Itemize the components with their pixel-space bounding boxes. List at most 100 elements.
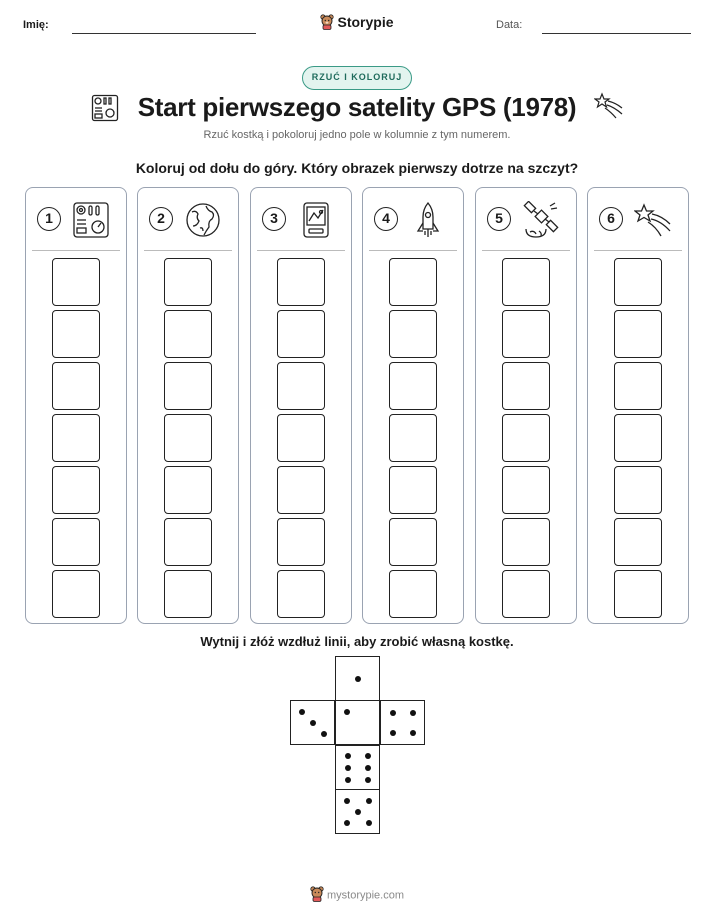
color-cell[interactable] bbox=[614, 362, 662, 410]
name-line[interactable] bbox=[72, 33, 256, 34]
color-cell[interactable] bbox=[389, 518, 437, 566]
dice-face-1 bbox=[335, 656, 380, 701]
column-number: 1 bbox=[37, 207, 61, 231]
color-cell[interactable] bbox=[52, 310, 100, 358]
column-divider bbox=[594, 250, 682, 251]
column-divider bbox=[257, 250, 345, 251]
color-cell[interactable] bbox=[389, 310, 437, 358]
column-number: 4 bbox=[374, 207, 398, 231]
gps-device-icon bbox=[297, 201, 335, 239]
color-cell[interactable] bbox=[52, 518, 100, 566]
pip bbox=[345, 753, 351, 759]
name-label: Imię: bbox=[23, 19, 49, 31]
cut-instruction: Wytnij i złóż wzdłuż linii, aby zrobić w… bbox=[200, 634, 514, 649]
color-cell[interactable] bbox=[164, 310, 212, 358]
color-cell[interactable] bbox=[277, 258, 325, 306]
color-cell[interactable] bbox=[389, 570, 437, 618]
column-5: 5 bbox=[475, 187, 577, 624]
pip bbox=[410, 730, 416, 736]
color-cell[interactable] bbox=[52, 414, 100, 462]
color-cell[interactable] bbox=[52, 362, 100, 410]
color-cell[interactable] bbox=[502, 518, 550, 566]
rocket-icon bbox=[409, 201, 447, 239]
page-title: Start pierwszego satelity GPS (1978) bbox=[137, 92, 577, 122]
pip bbox=[344, 798, 350, 804]
shooting-star-icon bbox=[593, 92, 624, 125]
pip bbox=[355, 809, 361, 815]
column-divider bbox=[482, 250, 570, 251]
pip bbox=[299, 709, 305, 715]
footer-url[interactable]: mystorypie.com bbox=[326, 889, 405, 902]
color-cell[interactable] bbox=[502, 414, 550, 462]
color-cell[interactable] bbox=[164, 518, 212, 566]
pip bbox=[410, 710, 416, 716]
pip bbox=[365, 753, 371, 759]
color-cell[interactable] bbox=[614, 310, 662, 358]
control-panel-icon bbox=[91, 94, 119, 127]
column-divider bbox=[32, 250, 120, 251]
dice-face-4 bbox=[380, 700, 425, 745]
column-number: 5 bbox=[487, 207, 511, 231]
column-3: 3 bbox=[250, 187, 352, 624]
brand-logo: Storypie bbox=[0, 14, 714, 33]
color-cell[interactable] bbox=[614, 518, 662, 566]
color-cell[interactable] bbox=[614, 258, 662, 306]
color-cell[interactable] bbox=[502, 258, 550, 306]
color-cell[interactable] bbox=[164, 258, 212, 306]
color-cell[interactable] bbox=[389, 362, 437, 410]
color-cell[interactable] bbox=[502, 466, 550, 514]
color-cell[interactable] bbox=[277, 466, 325, 514]
footer: mystorypie.com bbox=[0, 886, 714, 905]
color-cell[interactable] bbox=[164, 570, 212, 618]
column-6: 6 bbox=[587, 187, 689, 624]
pip bbox=[365, 765, 371, 771]
pip bbox=[344, 709, 350, 715]
column-1: 1 bbox=[25, 187, 127, 624]
color-cell[interactable] bbox=[52, 466, 100, 514]
color-cell[interactable] bbox=[389, 466, 437, 514]
color-cell[interactable] bbox=[52, 258, 100, 306]
bear-icon bbox=[310, 886, 324, 905]
date-label: Data: bbox=[496, 19, 523, 31]
color-cell[interactable] bbox=[277, 570, 325, 618]
color-cell[interactable] bbox=[389, 414, 437, 462]
column-divider bbox=[369, 250, 457, 251]
column-number: 2 bbox=[149, 207, 173, 231]
bear-icon bbox=[320, 14, 335, 33]
pip bbox=[355, 676, 361, 682]
instruction: Koloruj od dołu do góry. Który obrazek p… bbox=[135, 160, 579, 176]
dice-face-5 bbox=[335, 789, 380, 834]
color-cell[interactable] bbox=[164, 362, 212, 410]
brand-name: Storypie bbox=[337, 14, 394, 31]
dice-face-center bbox=[335, 700, 380, 745]
pip bbox=[365, 777, 371, 783]
color-cell[interactable] bbox=[277, 310, 325, 358]
dice-face-3 bbox=[290, 700, 335, 745]
color-cell[interactable] bbox=[164, 466, 212, 514]
subtitle: Rzuć kostką i pokoloruj jedno pole w kol… bbox=[203, 129, 511, 141]
color-cell[interactable] bbox=[614, 466, 662, 514]
color-cell[interactable] bbox=[389, 258, 437, 306]
pip bbox=[366, 820, 372, 826]
pip bbox=[390, 710, 396, 716]
pip bbox=[366, 798, 372, 804]
column-divider bbox=[144, 250, 232, 251]
column-number: 6 bbox=[599, 207, 623, 231]
column-number: 3 bbox=[262, 207, 286, 231]
color-cell[interactable] bbox=[164, 414, 212, 462]
color-cell[interactable] bbox=[277, 414, 325, 462]
color-cell[interactable] bbox=[614, 414, 662, 462]
color-cell[interactable] bbox=[277, 518, 325, 566]
color-cell[interactable] bbox=[277, 362, 325, 410]
color-cell[interactable] bbox=[52, 570, 100, 618]
color-cell[interactable] bbox=[614, 570, 662, 618]
pip bbox=[390, 730, 396, 736]
date-line[interactable] bbox=[542, 33, 691, 34]
pip bbox=[344, 820, 350, 826]
color-cell[interactable] bbox=[502, 310, 550, 358]
control-panel-icon bbox=[72, 201, 110, 239]
color-cell[interactable] bbox=[502, 362, 550, 410]
color-cell[interactable] bbox=[502, 570, 550, 618]
satellite-icon bbox=[522, 200, 560, 239]
column-4: 4 bbox=[362, 187, 464, 624]
